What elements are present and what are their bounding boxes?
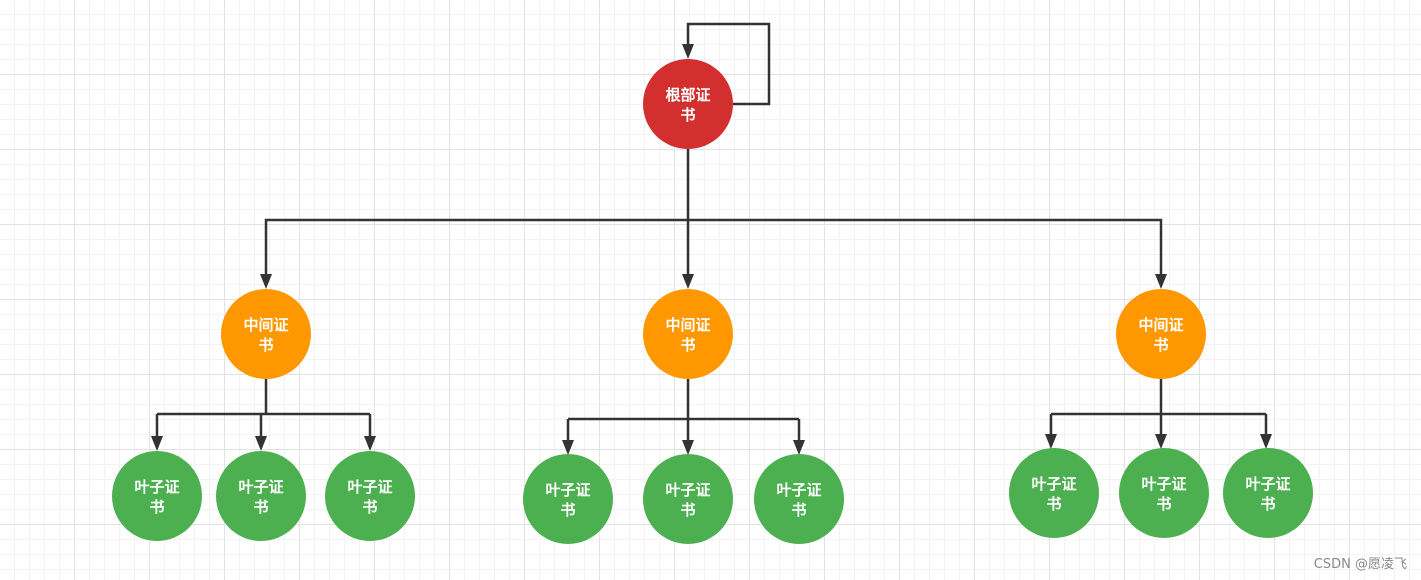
intermediate-certificate-circle (1116, 289, 1206, 379)
leaf-certificate-node-8[interactable]: 叶子证 书 (1119, 448, 1209, 538)
leaf-certificate-node-4[interactable]: 叶子证 书 (523, 454, 613, 544)
leaf-certificate-circle (216, 451, 306, 541)
arrowhead-leaf-2 (255, 436, 267, 451)
leaf-certificate-label-line1: 叶子证 (1245, 475, 1290, 493)
leaf-certificate-label-line1: 叶子证 (1141, 475, 1186, 493)
intermediate-certificate-circle (643, 289, 733, 379)
leaf-certificate-label-line1: 叶子证 (545, 481, 590, 499)
leaf-certificate-label-line1: 叶子证 (134, 478, 179, 496)
arrowhead-leaf-1 (151, 436, 163, 451)
edge-root-to-intermediates (264, 149, 1163, 277)
arrowhead-leaf-8 (1155, 434, 1167, 449)
leaf-certificate-node-3[interactable]: 叶子证 书 (325, 451, 415, 541)
intermediate-certificate-node-1[interactable]: 中间证 书 (221, 289, 311, 379)
leaf-certificate-node-5[interactable]: 叶子证 书 (643, 454, 733, 544)
intermediate-certificate-label-line2: 书 (1153, 336, 1168, 354)
arrowhead-intermediate-2 (682, 274, 694, 289)
root-certificate-label-line1: 根部证 (665, 86, 710, 104)
arrowhead-root-self (682, 44, 694, 59)
leaf-certificate-circle (1119, 448, 1209, 538)
leaf-certificate-node-2[interactable]: 叶子证 书 (216, 451, 306, 541)
intermediate-certificate-label-line1: 中间证 (243, 316, 288, 334)
leaf-certificate-node-1[interactable]: 叶子证 书 (112, 451, 202, 541)
edge-intermediate-3-to-leaves (1049, 379, 1268, 437)
arrowhead-intermediate-3 (1155, 274, 1167, 289)
edges (155, 22, 1268, 443)
edge-intermediate-2-to-leaves (566, 379, 801, 443)
leaf-certificate-label-line1: 叶子证 (347, 478, 392, 496)
leaf-certificate-label-line2: 书 (1260, 495, 1275, 513)
arrowheads (151, 44, 1272, 455)
intermediate-certificate-label-line1: 中间证 (1138, 316, 1183, 334)
leaf-certificate-node-6[interactable]: 叶子证 书 (754, 454, 844, 544)
leaf-certificate-label-line2: 书 (253, 498, 268, 516)
arrowhead-leaf-4 (562, 440, 574, 455)
arrowhead-leaf-6 (793, 440, 805, 455)
leaf-certificate-label-line2: 书 (560, 501, 575, 519)
intermediate-certificate-label-line2: 书 (258, 336, 273, 354)
csdn-watermark: CSDN @愿凌飞 (1313, 557, 1407, 572)
leaf-certificate-label-line1: 叶子证 (776, 481, 821, 499)
leaf-certificate-label-line2: 书 (149, 498, 164, 516)
leaf-certificate-label-line1: 叶子证 (665, 481, 710, 499)
intermediate-certificate-node-2[interactable]: 中间证 书 (643, 289, 733, 379)
leaf-certificate-label-line1: 叶子证 (238, 478, 283, 496)
arrowhead-leaf-5 (682, 440, 694, 455)
intermediate-certificate-label-line1: 中间证 (665, 316, 710, 334)
leaf-certificate-node-9[interactable]: 叶子证 书 (1223, 448, 1313, 538)
root-certificate-node[interactable]: 根部证 书 (643, 59, 733, 149)
leaf-certificate-label-line2: 书 (791, 501, 806, 519)
arrowhead-leaf-9 (1260, 434, 1272, 449)
intermediate-certificate-circle (221, 289, 311, 379)
leaf-certificate-label-line2: 书 (1046, 495, 1061, 513)
edge-intermediate-1-to-leaves (155, 379, 372, 439)
leaf-certificate-label-line1: 叶子证 (1031, 475, 1076, 493)
arrowhead-leaf-3 (364, 436, 376, 451)
leaf-certificate-label-line2: 书 (362, 498, 377, 516)
leaf-certificate-circle (523, 454, 613, 544)
leaf-certificate-circle (325, 451, 415, 541)
leaf-certificate-node-7[interactable]: 叶子证 书 (1009, 448, 1099, 538)
root-certificate-label-line2: 书 (680, 106, 695, 124)
leaf-certificate-circle (1009, 448, 1099, 538)
leaf-certificate-label-line2: 书 (680, 501, 695, 519)
edge-root-self-loop (686, 22, 771, 106)
root-certificate-circle (643, 59, 733, 149)
intermediate-certificate-node-3[interactable]: 中间证 书 (1116, 289, 1206, 379)
leaf-certificate-circle (754, 454, 844, 544)
leaf-certificate-circle (112, 451, 202, 541)
leaf-certificate-label-line2: 书 (1156, 495, 1171, 513)
leaf-certificate-circle (643, 454, 733, 544)
arrowhead-leaf-7 (1045, 434, 1057, 449)
arrowhead-intermediate-1 (260, 274, 272, 289)
leaf-certificate-circle (1223, 448, 1313, 538)
intermediate-certificate-label-line2: 书 (680, 336, 695, 354)
